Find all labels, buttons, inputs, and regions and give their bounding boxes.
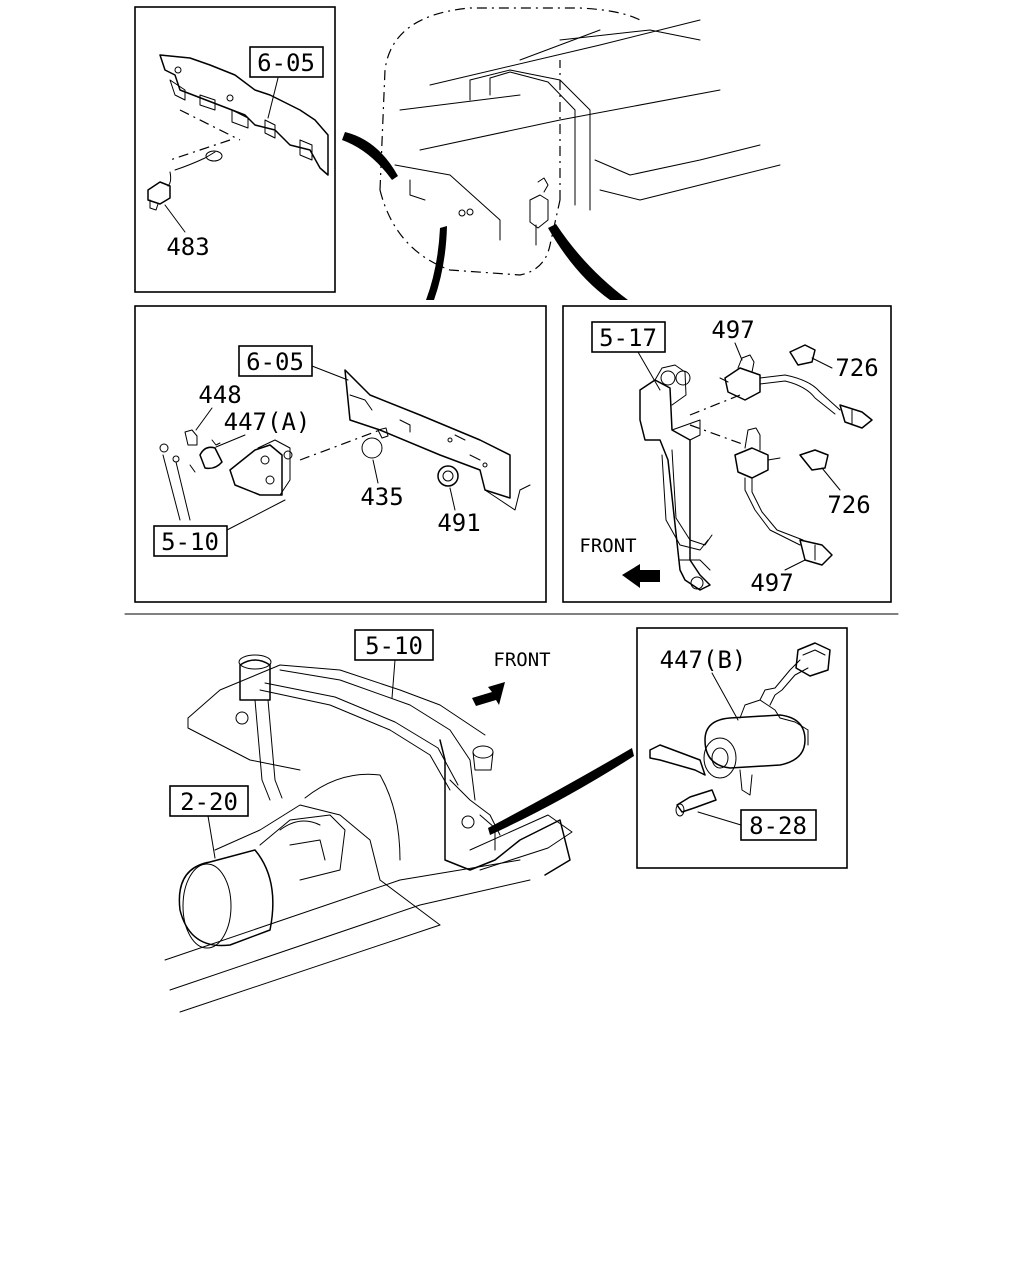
callout-6-05-top: 6-05 <box>249 46 324 119</box>
callout-8-28-label: 8-28 <box>749 812 807 840</box>
leader-447a <box>215 434 246 448</box>
part-number-447a: 447(A) <box>224 408 311 436</box>
callout-6-05-top-label: 6-05 <box>257 49 315 77</box>
front-arrow-mid-icon <box>622 564 660 588</box>
callout-6-05-mid: 6-05 <box>238 345 349 381</box>
leader-447b <box>711 672 739 721</box>
callout-5-10-mid: 5-10 <box>153 499 286 557</box>
callout-5-10-bottom: 5-10 <box>354 629 434 699</box>
leader-491 <box>449 487 456 511</box>
callout-8-28: 8-28 <box>697 809 817 841</box>
leader-497-top <box>734 342 743 361</box>
bracket-assembly-drawing <box>159 369 531 521</box>
cab-overview-drawing <box>379 7 781 276</box>
leader-wedge-right <box>548 224 628 300</box>
part-number-483: 483 <box>166 233 209 261</box>
part-number-497-bottom: 497 <box>750 569 793 597</box>
part-number-726-top: 726 <box>835 354 878 382</box>
part-number-448: 448 <box>198 381 241 409</box>
front-panel-sensor-drawing <box>147 54 329 233</box>
callout-5-10-mid-label: 5-10 <box>161 528 219 556</box>
cut-valve-drawing <box>649 642 831 817</box>
front-label-bottom: FRONT <box>493 649 550 671</box>
part-number-497-top: 497 <box>711 316 754 344</box>
leader-wedge-inset <box>488 748 634 835</box>
front-arrow-bottom-icon <box>472 682 505 706</box>
leader-wedge-top-left <box>342 132 398 180</box>
part-number-447b: 447(B) <box>660 646 747 674</box>
leader-wedge-center <box>426 226 447 300</box>
part-number-491: 491 <box>437 509 480 537</box>
callout-2-20-label: 2-20 <box>180 788 238 816</box>
detail-frame-middle-right <box>562 305 892 603</box>
callout-5-17-label: 5-17 <box>599 324 657 352</box>
callout-2-20: 2-20 <box>169 785 249 859</box>
leader-435 <box>372 459 379 484</box>
leader-726-bottom <box>821 467 841 491</box>
callout-5-17: 5-17 <box>591 321 666 391</box>
frame-rail-valves-drawing <box>639 344 873 591</box>
front-label-mid: FRONT <box>579 535 636 557</box>
part-number-726-bottom: 726 <box>827 491 870 519</box>
leader-497-bottom <box>784 559 806 571</box>
leader-448 <box>195 407 213 431</box>
callout-5-10-bottom-label: 5-10 <box>365 632 423 660</box>
leader-726-top <box>811 357 833 369</box>
callout-6-05-mid-label: 6-05 <box>246 348 304 376</box>
chassis-frame-drawing <box>164 654 573 1013</box>
detail-frame-middle-left <box>134 305 547 603</box>
part-number-435: 435 <box>360 483 403 511</box>
